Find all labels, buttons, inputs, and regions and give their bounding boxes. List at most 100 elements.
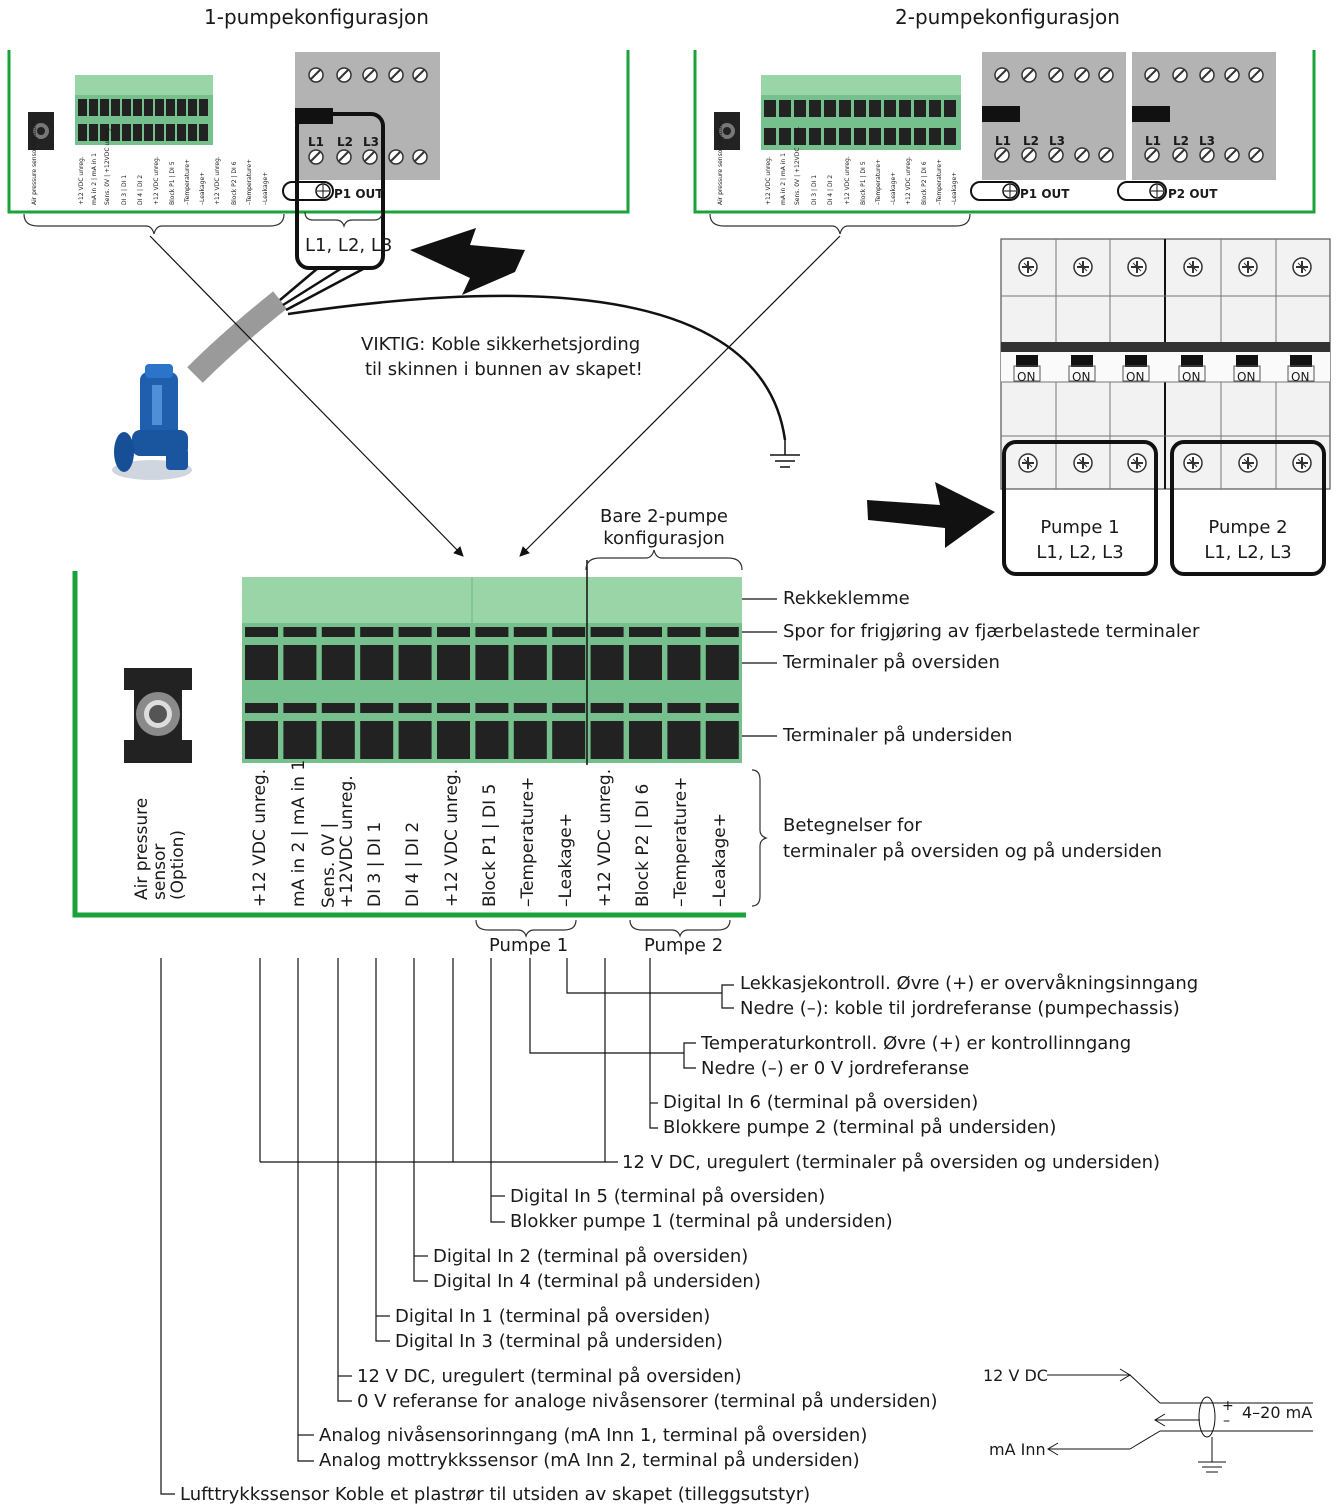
legend-di1: Digital In 1 (terminal på oversiden) bbox=[395, 1306, 711, 1327]
main-term-3: Sens. 0V | +12VDC unreg. bbox=[319, 775, 357, 908]
sensor-schematic bbox=[1047, 1368, 1313, 1473]
terminal-slot bbox=[321, 645, 355, 680]
release-slot bbox=[475, 627, 509, 637]
main-term-7: Block P1 | DI 5 bbox=[480, 783, 500, 907]
tr-term-10: +12 VDC unreg. bbox=[905, 156, 912, 205]
terminal-slot bbox=[552, 645, 586, 680]
tl-term-7: Block P1 | DI 5 bbox=[169, 161, 176, 205]
terminal-slot bbox=[667, 645, 701, 680]
main-term-5: DI 4 | DI 2 bbox=[403, 821, 423, 907]
contactor-l2-label: L2 bbox=[337, 135, 353, 149]
terminal-slot bbox=[245, 645, 278, 680]
release-slot bbox=[283, 703, 317, 713]
tl-term-9: –Leakage+ bbox=[199, 171, 206, 205]
release-slot bbox=[667, 627, 701, 637]
breaker-on-1: ON bbox=[1017, 370, 1036, 384]
tr-term-11: Block P2 | DI 6 bbox=[921, 161, 928, 205]
breaker-on-3: ON bbox=[1126, 370, 1145, 384]
l123-callout: L1, L2, L3 bbox=[305, 235, 393, 256]
release-slot bbox=[667, 703, 701, 713]
breaker-on-4: ON bbox=[1182, 370, 1201, 384]
schematic-plus: + bbox=[1222, 1398, 1234, 1414]
release-slot bbox=[513, 703, 547, 713]
terminal-slot bbox=[667, 721, 701, 759]
terminal-slot bbox=[398, 645, 432, 680]
release-slot bbox=[360, 703, 394, 713]
main-term-13: –Leakage+ bbox=[710, 812, 730, 907]
tr-term-12: –Temperature+ bbox=[936, 158, 943, 205]
only-two-pump-1: Bare 2-pumpe bbox=[600, 506, 728, 527]
label-terminals-bottom: Terminaler på undersiden bbox=[783, 725, 1013, 746]
label-terminals-top: Terminaler på oversiden bbox=[783, 652, 1000, 673]
legend-di4: Digital In 4 (terminal på undersiden) bbox=[433, 1271, 761, 1292]
legend-12v-top: 12 V DC, uregulert (terminal på overside… bbox=[357, 1366, 742, 1387]
schematic-input: mA Inn bbox=[989, 1440, 1046, 1459]
legend-temp-1: Temperaturkontroll. Øvre (+) er kontroll… bbox=[701, 1033, 1132, 1054]
tl-term-8: –Temperature+ bbox=[184, 158, 191, 205]
terminal-slot bbox=[245, 721, 278, 759]
tr-term-4: DI 3 | DI 1 bbox=[811, 174, 818, 205]
main-term-12: –Temperature+ bbox=[671, 776, 691, 907]
label-designations-1: Betegnelser for bbox=[783, 815, 922, 836]
release-slot bbox=[398, 703, 432, 713]
tl-term-13: –Leakage+ bbox=[262, 171, 269, 205]
breaker-pump1-title: Pumpe 1 bbox=[1040, 517, 1120, 538]
release-slot bbox=[245, 627, 278, 637]
tr-term-3: Sens. 0V | +12VDC unreg. bbox=[794, 126, 801, 205]
main-term-1: +12 VDC unreg. bbox=[250, 768, 270, 907]
warning-line-2: til skinnen i bunnen av skapet! bbox=[365, 359, 643, 380]
main-term-9: –Leakage+ bbox=[556, 812, 576, 907]
tr-term-8: –Temperature+ bbox=[875, 158, 882, 205]
terminal-slot bbox=[629, 721, 662, 759]
release-slot bbox=[245, 703, 278, 713]
label-rekkeklemme: Rekkeklemme bbox=[783, 588, 910, 609]
legend-ma-in1: Analog nivåsensorinngang (mA Inn 1, term… bbox=[319, 1425, 868, 1446]
legend-block-p1: Blokker pumpe 1 (terminal på undersiden) bbox=[510, 1211, 893, 1232]
release-slot bbox=[398, 627, 432, 637]
schematic-minus: – bbox=[1223, 1413, 1230, 1429]
release-slot bbox=[705, 703, 739, 713]
legend-di5: Digital In 5 (terminal på oversiden) bbox=[510, 1186, 826, 1207]
legend-air-sensor: Lufttrykkssensor Koble et plastrør til u… bbox=[180, 1484, 811, 1505]
p1-out-label-2: P1 OUT bbox=[1020, 187, 1070, 201]
release-slot bbox=[629, 627, 662, 637]
terminal-slot bbox=[437, 721, 470, 759]
terminal-slot bbox=[321, 721, 355, 759]
pump-illustration bbox=[112, 364, 192, 480]
terminal-slot bbox=[590, 645, 624, 680]
tr-sensor-label: Air pressure sensor (Option) bbox=[717, 120, 724, 205]
two-pump-panel bbox=[693, 50, 1316, 235]
one-pump-panel bbox=[7, 50, 630, 295]
main-terminal-block bbox=[72, 549, 777, 938]
pump2-group-label: Pumpe 2 bbox=[644, 935, 724, 956]
terminal-slot bbox=[437, 645, 470, 680]
tl-term-6: +12 VDC unreg. bbox=[153, 156, 160, 205]
tr-term-5: DI 4 | DI 2 bbox=[827, 174, 834, 205]
terminal-slot bbox=[590, 721, 624, 759]
schematic-supply: 12 V DC bbox=[983, 1366, 1048, 1385]
tl-term-12: –Temperature+ bbox=[246, 158, 253, 205]
tr-term-13: –Leakage+ bbox=[951, 171, 958, 205]
p2-out-label: P2 OUT bbox=[1168, 187, 1218, 201]
legend-12v-bus: 12 V DC, uregulert (terminaler på oversi… bbox=[622, 1152, 1161, 1173]
tl-sensor-label: Air pressure sensor (Option) bbox=[31, 120, 38, 205]
contactor-l1-label: L1 bbox=[308, 135, 324, 149]
legend-di3: Digital In 3 (terminal på undersiden) bbox=[395, 1331, 723, 1352]
terminal-slot bbox=[283, 645, 317, 680]
label-spor: Spor for frigjøring av fjærbelastede ter… bbox=[783, 621, 1200, 642]
release-slot bbox=[437, 703, 470, 713]
terminal-slot bbox=[283, 721, 317, 759]
release-slot bbox=[552, 703, 586, 713]
legend-temp-2: Nedre (–) er 0 V jordreferanse bbox=[701, 1058, 970, 1079]
legend-lines bbox=[160, 958, 734, 1495]
tr-term-2: mA in 2 | mA in 1 bbox=[780, 153, 787, 205]
release-slot bbox=[513, 627, 547, 637]
title-one-pump: 1-pumpekonfigurasjon bbox=[204, 5, 429, 29]
tl-term-5: DI 4 | DI 2 bbox=[137, 174, 144, 205]
terminal-slot bbox=[360, 645, 394, 680]
pump1-group-label: Pumpe 1 bbox=[489, 935, 569, 956]
terminal-slot bbox=[552, 721, 586, 759]
tr-term-7: Block P1 | DI 5 bbox=[860, 161, 867, 205]
main-term-11: Block P2 | DI 6 bbox=[633, 783, 653, 907]
